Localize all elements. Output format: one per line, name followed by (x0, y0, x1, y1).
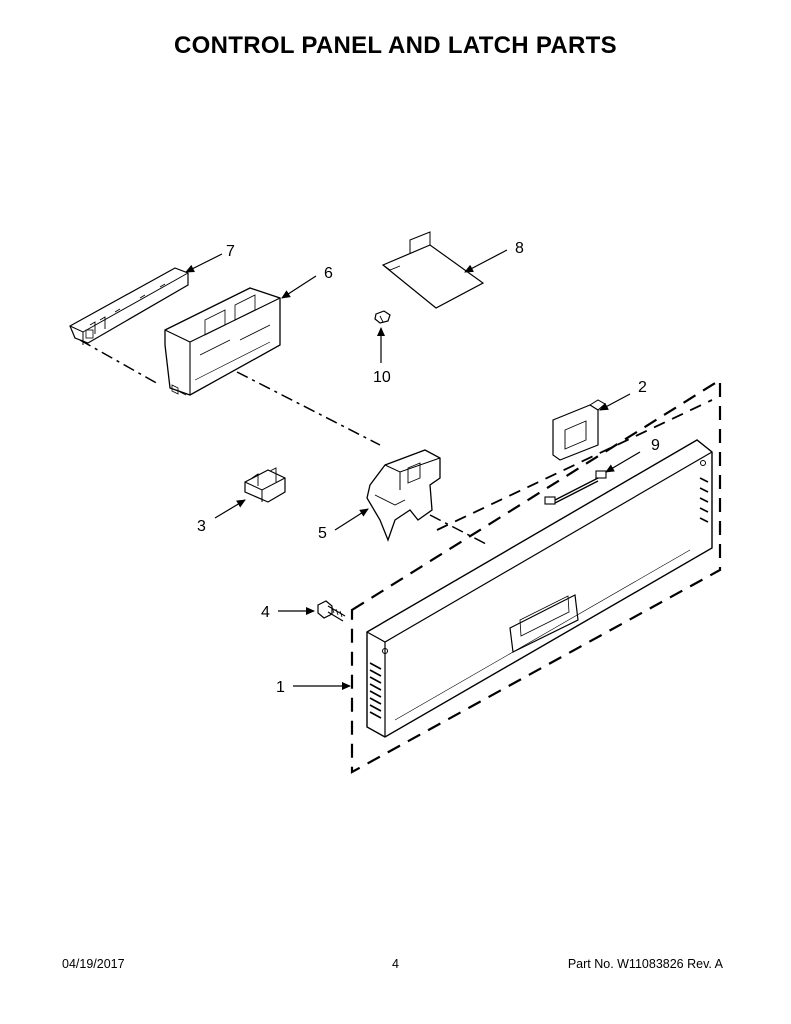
part-2-bracket (552, 399, 606, 461)
part-1-control-panel (366, 439, 713, 738)
leader-2 (599, 393, 631, 411)
part-10-fastener (374, 310, 391, 324)
part-6-control-housing (164, 287, 281, 396)
page-title: CONTROL PANEL AND LATCH PARTS (174, 32, 617, 59)
callout-4: 4 (261, 604, 270, 621)
callout-8: 8 (515, 240, 524, 257)
callout-3: 3 (197, 518, 206, 535)
part-8-sheet (381, 231, 485, 309)
leader-8 (464, 249, 508, 273)
part-4-screw (317, 600, 346, 622)
callout-7: 7 (226, 243, 235, 260)
footer-page-number: 4 (392, 957, 399, 971)
callout-9: 9 (651, 437, 660, 454)
part-5-latch (366, 449, 441, 542)
part-9-wire-harness (544, 470, 607, 505)
footer-date: 04/19/2017 (62, 957, 125, 971)
leader-7 (185, 253, 223, 273)
callout-5: 5 (318, 525, 327, 542)
leader-6 (281, 275, 317, 299)
part-3-clip (244, 467, 286, 503)
callout-6: 6 (324, 265, 333, 282)
leader-3 (214, 499, 246, 519)
callout-2: 2 (638, 379, 647, 396)
footer-part-number: Part No. W11083826 Rev. A (567, 957, 723, 971)
leader-5 (334, 508, 369, 531)
callout-10: 10 (373, 369, 391, 386)
leader-9 (605, 451, 641, 473)
part-7-strip (69, 267, 189, 345)
callout-1: 1 (276, 679, 285, 696)
assembly-dashed-outline (350, 378, 722, 774)
